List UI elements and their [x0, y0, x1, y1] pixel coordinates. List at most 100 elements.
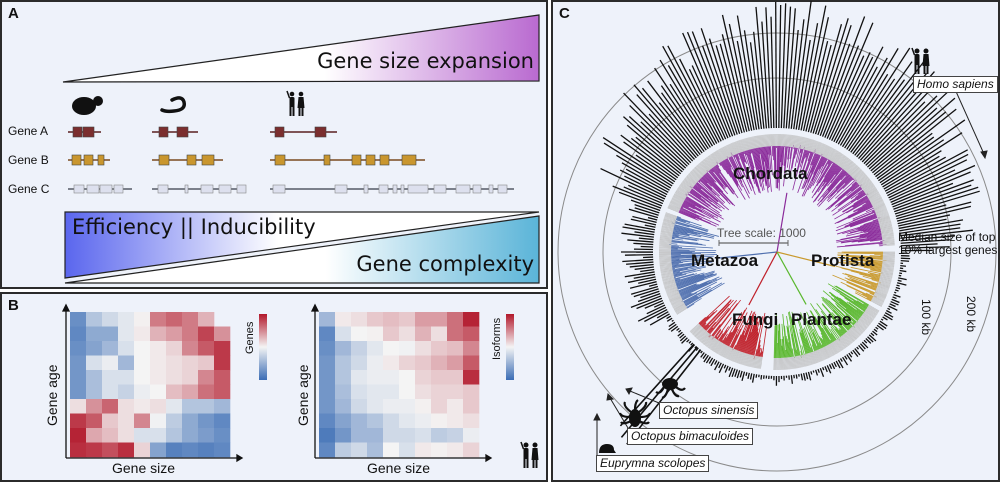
- gene-size-bar: [756, 374, 757, 377]
- heatmap-cell: [198, 428, 214, 443]
- heatmap-cell: [447, 312, 463, 327]
- gene-size-bar: [761, 375, 762, 379]
- heatmap-cell: [70, 370, 86, 385]
- heatmap-cell: [447, 370, 463, 385]
- heatmap-cell: [463, 341, 479, 356]
- exon: [185, 185, 188, 193]
- ring-label-200kb: 200 kb: [964, 296, 977, 332]
- heatmap-cell: [463, 385, 479, 400]
- heatmap-cell: [214, 327, 230, 342]
- exon: [364, 185, 368, 193]
- gene-size-bar: [701, 351, 703, 353]
- heatmap-cell: [335, 356, 351, 371]
- exon: [366, 155, 375, 165]
- gene-size-bar: [753, 374, 755, 383]
- gene-size-bar: [634, 85, 696, 158]
- heatmap-cell: [335, 443, 351, 458]
- heatmap-cell: [335, 414, 351, 429]
- heatmap-cell: [86, 443, 102, 458]
- clade-label-metazoa: Metazoa: [691, 251, 758, 271]
- gene-size-bar: [818, 369, 819, 373]
- heatmap-cell: [431, 312, 447, 327]
- heatmap-cell: [383, 414, 399, 429]
- clade-label-plantae: Plantae: [791, 310, 851, 330]
- exon: [335, 185, 347, 193]
- exon: [74, 185, 84, 193]
- gene-size-bar: [624, 93, 691, 163]
- exon: [202, 155, 214, 165]
- gene-size-bar: [896, 288, 900, 289]
- heatmap-cell: [463, 443, 479, 458]
- gene-size-bar: [893, 295, 900, 298]
- gene-size-bar: [644, 310, 667, 322]
- heatmap-cell: [335, 327, 351, 342]
- heatmap-cell: [351, 370, 367, 385]
- isoforms-colorbar: [506, 314, 514, 380]
- heatmap-cell: [319, 370, 335, 385]
- heatmap-cell: [415, 385, 431, 400]
- heatmap-cell: [134, 327, 150, 342]
- heatmap-cell: [367, 312, 383, 327]
- gene-size-bar: [796, 40, 810, 130]
- gene-c-structure-worm: [152, 185, 246, 193]
- gene-size-bar: [667, 318, 672, 321]
- heatmap-cell: [182, 370, 198, 385]
- gene-size-bar: [625, 272, 655, 277]
- exon: [315, 127, 326, 137]
- heatmap-cell: [335, 399, 351, 414]
- gene-size-bar: [626, 262, 653, 264]
- heatmap-cell: [383, 399, 399, 414]
- heatmap-cell: [383, 312, 399, 327]
- gene-size-bar: [808, 372, 810, 380]
- gene-size-bar: [900, 266, 906, 267]
- gene-size-bar: [657, 312, 668, 318]
- gene-size-bar: [883, 317, 888, 320]
- heatmap-cell: [447, 385, 463, 400]
- heatmap-cell: [383, 356, 399, 371]
- heatmap-cell: [182, 443, 198, 458]
- gene-size-bar: [840, 359, 842, 362]
- gene-size-bar: [735, 369, 737, 376]
- gene-size-bar: [667, 316, 671, 319]
- heatmap-cell: [134, 399, 150, 414]
- gene-b-structure-human: [270, 155, 425, 165]
- exon: [489, 185, 493, 193]
- heatmap-cell: [102, 443, 118, 458]
- heatmap-cell: [351, 356, 367, 371]
- heatmap-cell: [102, 370, 118, 385]
- heatmap-cell: [431, 370, 447, 385]
- heatmap-cell: [351, 443, 367, 458]
- heatmap-cell: [102, 385, 118, 400]
- heatmap-cell: [214, 385, 230, 400]
- heatmap-cell: [367, 385, 383, 400]
- heatmap-cell: [367, 428, 383, 443]
- heatmap-cell: [182, 414, 198, 429]
- exon: [408, 185, 428, 193]
- heatmap-cell: [86, 428, 102, 443]
- gene-size-bar: [687, 340, 690, 343]
- heatmap-cell: [166, 414, 182, 429]
- heatmap-cell: [447, 414, 463, 429]
- gene-size-bar: [886, 311, 891, 314]
- heatmap-cell: [118, 399, 134, 414]
- heatmap-cell: [214, 341, 230, 356]
- heatmap-cell: [150, 356, 166, 371]
- heatmap-cell: [134, 312, 150, 327]
- heatmap-2: [319, 312, 479, 457]
- gene-size-bar: [689, 341, 691, 343]
- heatmap-cell: [415, 428, 431, 443]
- gene-size-bar: [719, 363, 722, 368]
- heatmap-cell: [134, 428, 150, 443]
- exon: [456, 185, 470, 193]
- heatmap-cell: [431, 385, 447, 400]
- gene-size-bar: [876, 327, 879, 329]
- human-icon: [912, 48, 930, 74]
- gene-size-bar: [895, 290, 898, 291]
- gene-size-bar: [640, 269, 654, 271]
- heatmaps: [2, 294, 550, 484]
- heatmap-cell: [102, 414, 118, 429]
- heatmap-cell: [150, 370, 166, 385]
- heatmap-cell: [70, 399, 86, 414]
- gene-size-bar: [742, 372, 744, 381]
- gene-b-label: Gene B: [8, 153, 49, 167]
